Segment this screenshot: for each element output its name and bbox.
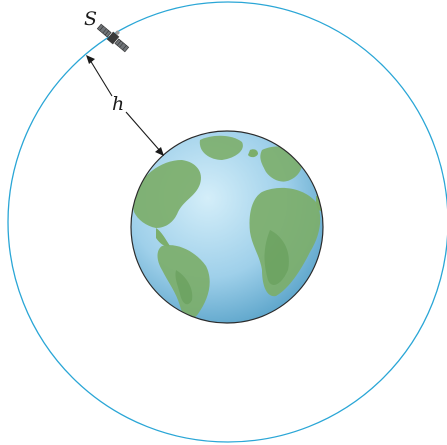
satellite-icon	[96, 23, 130, 53]
altitude-label: h	[112, 93, 125, 115]
arrowhead-bottom	[155, 147, 164, 156]
earth-globe	[130, 130, 324, 324]
arrowhead-top	[86, 55, 95, 64]
satellite-label: S	[84, 8, 98, 30]
orbit-circle	[7, 1, 447, 443]
altitude-arrow	[86, 55, 164, 156]
